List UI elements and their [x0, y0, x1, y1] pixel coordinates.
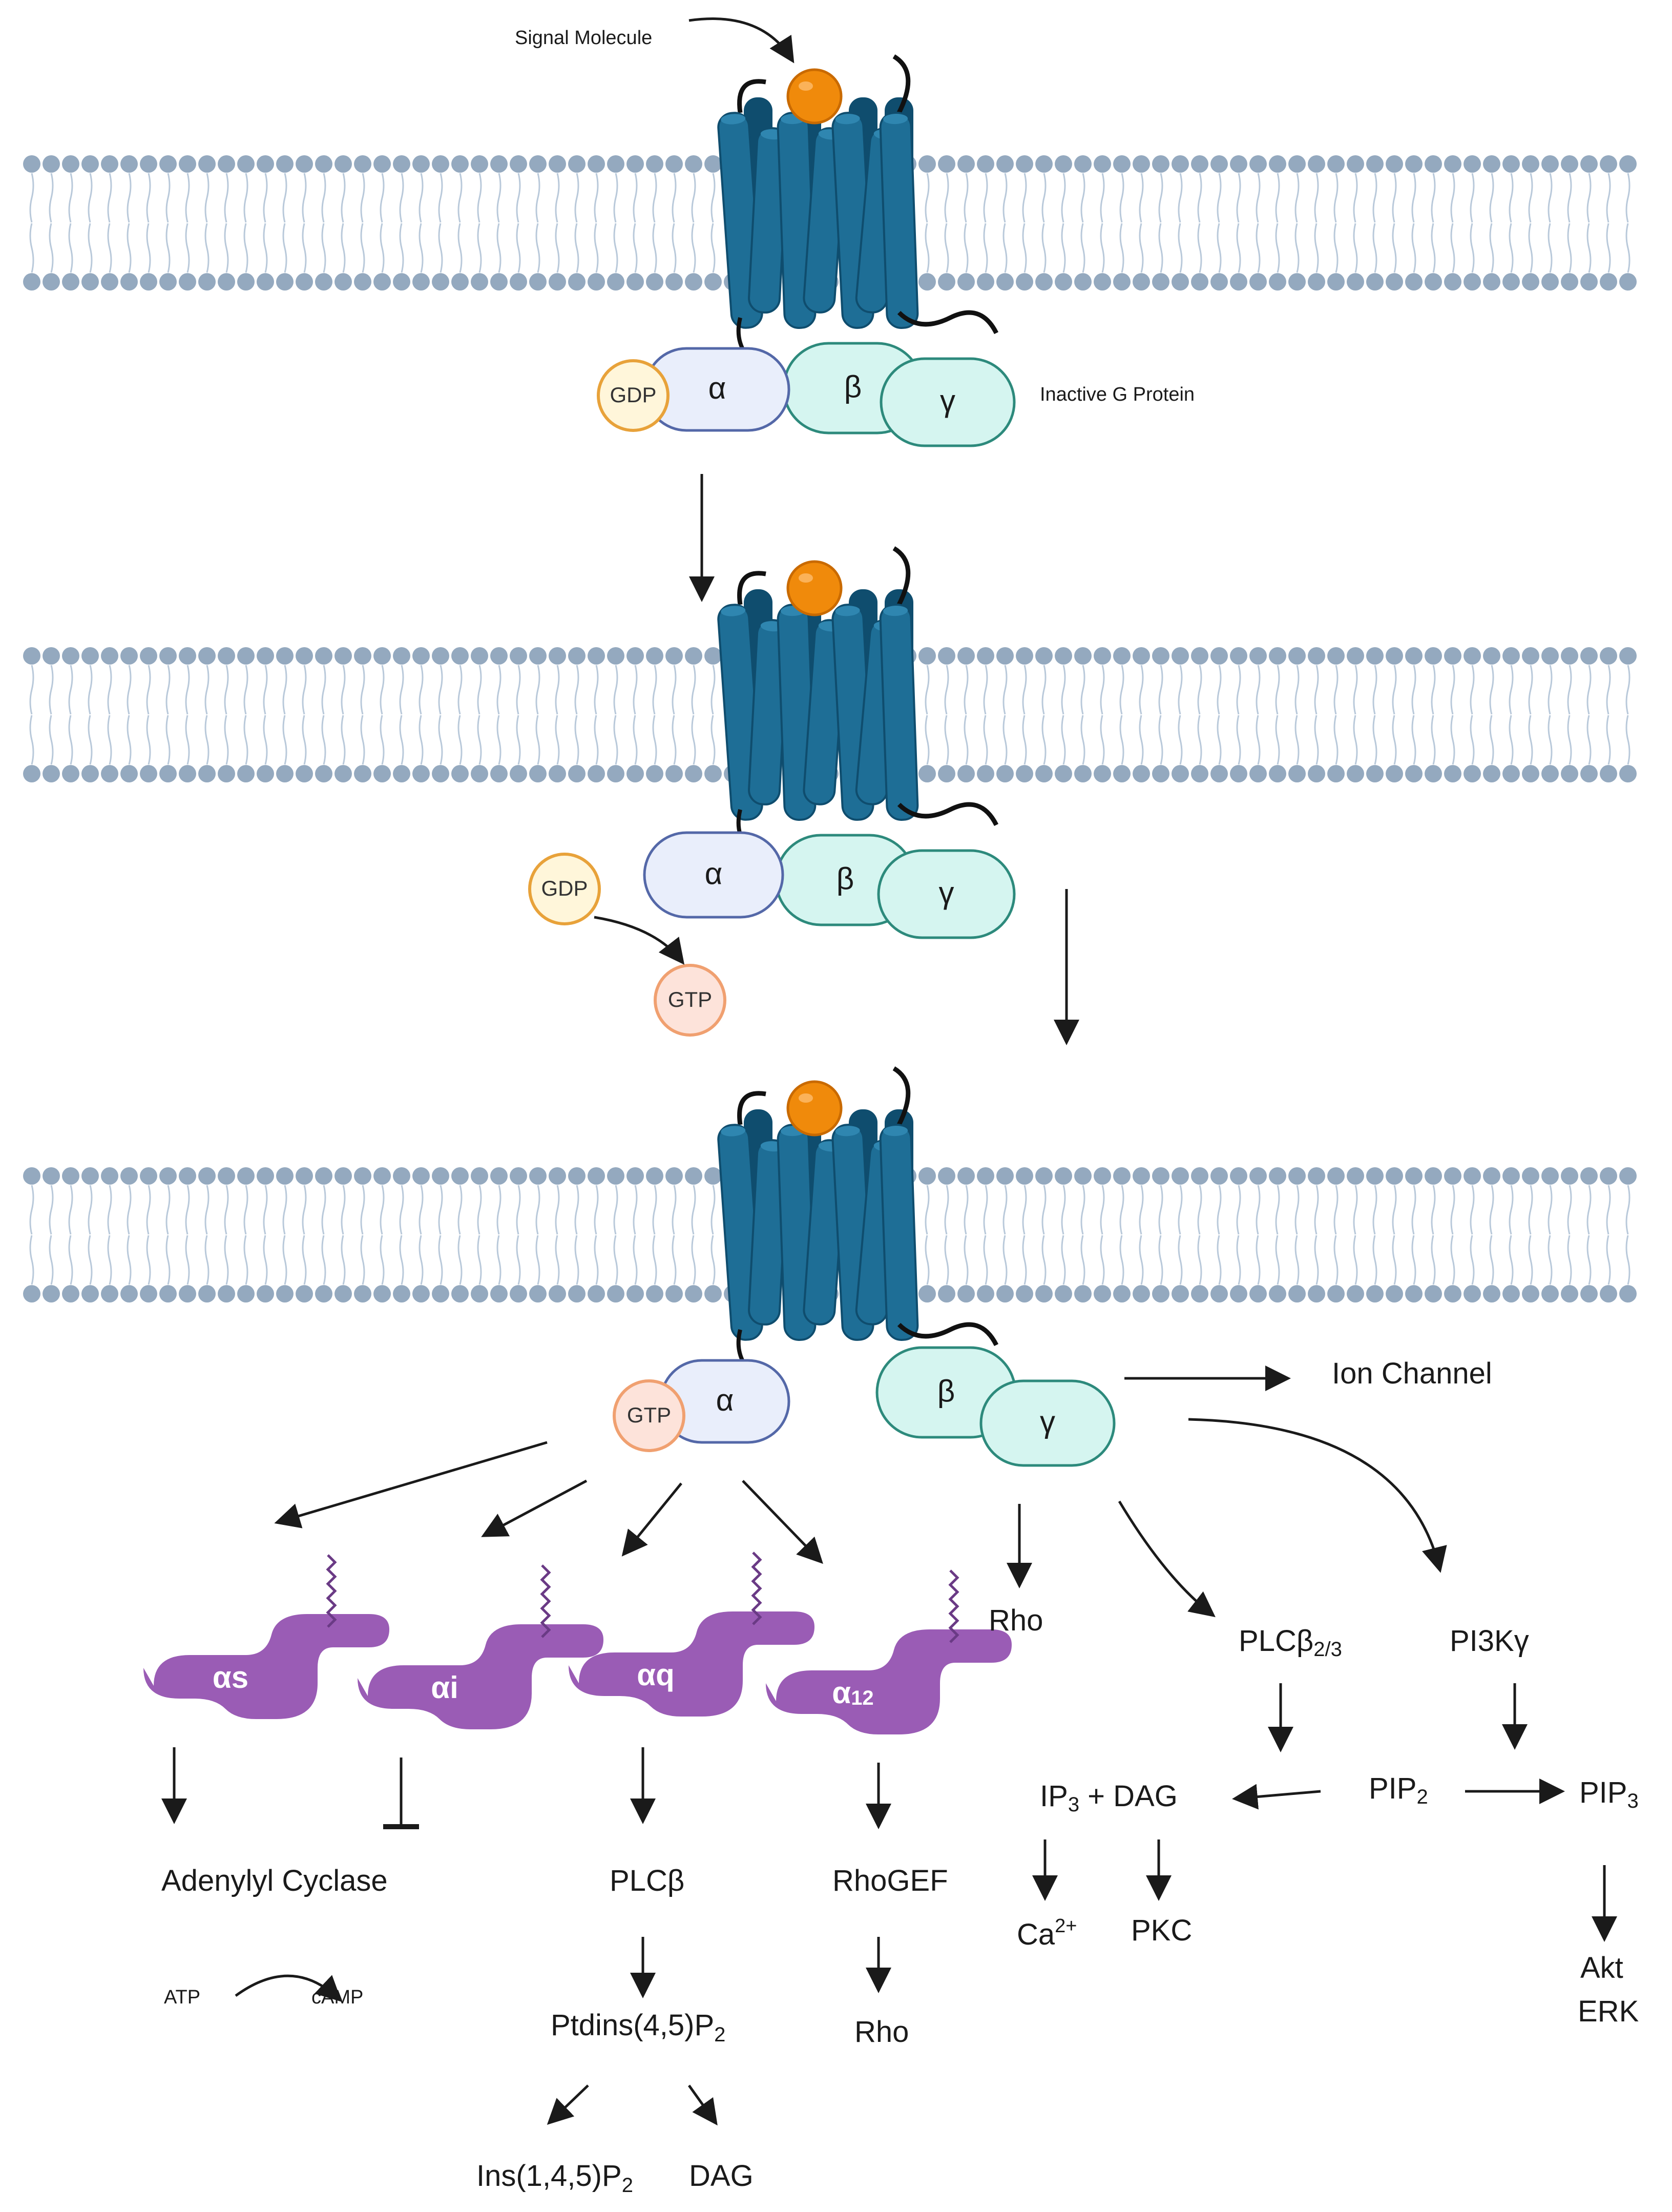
pip3-main: PIP	[1579, 1776, 1627, 1809]
g-alpha-s-label: αs	[213, 1660, 248, 1694]
gamma-subunit-2	[877, 849, 1016, 939]
g-alpha-12: α12	[766, 1569, 1012, 1734]
arrow-pip2-to-ip3dag	[1232, 1784, 1321, 1810]
gamma-subunit-1-label: γ	[940, 384, 955, 418]
arrow-ptdins-to-dag	[687, 2084, 718, 2126]
g-alpha-q-label: αq	[637, 1658, 675, 1692]
signal-molecule-ligand	[786, 560, 843, 616]
pip2-label: PIP2	[1369, 1772, 1428, 1808]
pip2-sub: 2	[1417, 1786, 1428, 1808]
gtp-incoming-2-label: GTP	[668, 987, 712, 1011]
camp-label: cAMP	[311, 1987, 363, 2008]
arrow-atp-to-camp	[235, 1974, 342, 2002]
alpha-subunit-2	[643, 831, 784, 919]
receptors	[717, 54, 999, 1367]
erk-label: ERK	[1578, 1995, 1639, 2028]
signal-molecule-ligand	[786, 68, 843, 125]
beta-subunit-2-label: β	[837, 861, 854, 896]
signal-molecule-ligand	[786, 1080, 843, 1136]
g-alpha-q: αq	[569, 1552, 814, 1717]
signal-molecule-label: Signal Molecule	[515, 27, 652, 49]
arrow-to-plcb23	[1118, 1500, 1216, 1618]
ptdins-main: Ptdins(4,5)P	[551, 2009, 714, 2042]
gtp-incoming-2	[654, 964, 726, 1037]
plcb23-sub: 2/3	[1313, 1638, 1342, 1661]
gdp-bound-1	[597, 359, 670, 432]
gpcr-receptor-1	[717, 54, 999, 355]
pip3-sub: 3	[1627, 1790, 1639, 1812]
arrow-ptdins-to-ins	[547, 2084, 589, 2125]
ion-channel-label: Ion Channel	[1332, 1357, 1492, 1390]
gdp-released-2-label: GDP	[541, 876, 588, 900]
akt-label: Akt	[1580, 1951, 1623, 1984]
g-protein-inactive: β γ α GDP	[597, 342, 1016, 447]
gdp-released-2	[528, 853, 601, 925]
arrow-to-alpha-q	[621, 1482, 682, 1557]
atp-label: ATP	[164, 1987, 200, 2008]
arrow-to-pi3k	[1188, 1418, 1447, 1573]
pkc-label: PKC	[1131, 1914, 1192, 1947]
arrow-gdp-to-gtp	[594, 916, 685, 965]
g-alpha-i-label: αi	[431, 1670, 458, 1705]
ptdins-sub: 2	[714, 2023, 725, 2046]
dag-alpha-label: DAG	[689, 2159, 754, 2193]
beta-subunit-1-label: β	[844, 369, 862, 404]
ptdins-label: Ptdins(4,5)P2	[551, 2009, 725, 2046]
g-alpha-s-body	[143, 1614, 389, 1719]
ins-main: Ins(1,4,5)P	[476, 2159, 622, 2193]
ins145p2-label: Ins(1,4,5)P2	[476, 2159, 633, 2197]
g-alpha-i: αi	[358, 1564, 603, 1729]
pi3k-label: PI3Kγ	[1450, 1624, 1529, 1658]
plcb-label: PLCβ	[610, 1864, 684, 1897]
gamma-subunit-3	[979, 1379, 1116, 1467]
plcb23-label: PLCβ2/3	[1239, 1624, 1342, 1661]
ca-main: Ca	[1017, 1918, 1055, 1951]
ip3-dag-label: IP3 + DAG	[1040, 1780, 1178, 1816]
arrow-to-alpha-i	[481, 1479, 588, 1537]
signal-arrow	[688, 17, 795, 64]
rho-alpha12-label: Rho	[854, 2015, 909, 2049]
gtp-bound-3	[613, 1379, 685, 1452]
ca-sup: 2+	[1055, 1915, 1077, 1937]
pip2-main: PIP	[1369, 1772, 1417, 1805]
g-alpha-12-label: α12	[832, 1676, 873, 1710]
adenylyl-cyclase-label: Adenylyl Cyclase	[161, 1864, 388, 1897]
rhogef-label: RhoGEF	[832, 1864, 948, 1897]
alpha-subunit-2-label: α	[705, 856, 723, 891]
inactive-g-protein-label: Inactive G Protein	[1040, 384, 1195, 405]
arrows	[161, 17, 1617, 2126]
alpha-subunit-1-label: α	[708, 371, 726, 405]
arrow-to-alpha-s	[274, 1441, 548, 1528]
pip3-label: PIP3	[1579, 1776, 1639, 1812]
gpcr-receptor-2	[717, 546, 999, 847]
plcb23-main: PLCβ	[1239, 1624, 1313, 1658]
arrow-to-alpha-12	[742, 1480, 823, 1564]
g-alpha-s: αs	[143, 1554, 389, 1719]
gtp-bound-3-label: GTP	[627, 1403, 671, 1427]
calcium-label: Ca2+	[1017, 1915, 1077, 1951]
beta-subunit-3-label: β	[937, 1374, 955, 1408]
gpcr-receptor-3	[717, 1066, 999, 1367]
gamma-subunit-3-label: γ	[1040, 1404, 1055, 1439]
g-alpha-q-body	[569, 1611, 814, 1717]
gamma-subunit-2-label: γ	[939, 876, 954, 910]
ip3-main: IP	[1040, 1780, 1068, 1813]
g-alpha-i-body	[358, 1624, 603, 1729]
g-alpha-12-body	[766, 1629, 1012, 1734]
g-alpha-effectors: αs αi αq α12	[143, 1552, 1012, 1734]
ip3-sub: 3	[1068, 1793, 1079, 1816]
ip3-rest: + DAG	[1079, 1780, 1178, 1813]
gdp-bound-1-label: GDP	[610, 383, 656, 407]
gamma-subunit-1	[880, 357, 1016, 447]
ins-sub: 2	[622, 2174, 633, 2197]
alpha-subunit-3-label: α	[716, 1383, 734, 1417]
rho-betagamma-label: Rho	[989, 1604, 1043, 1637]
